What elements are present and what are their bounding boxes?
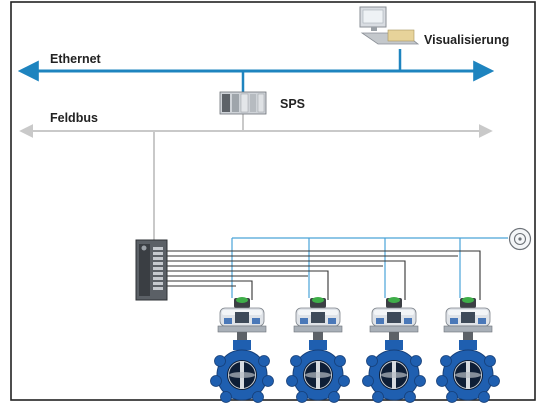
ethernet-label: Ethernet <box>50 52 102 66</box>
computer-workstation-icon <box>359 6 420 45</box>
io-wiring <box>166 250 481 300</box>
butterfly-valve-actuator-icon <box>436 297 500 403</box>
io-terminal-block-icon <box>135 239 168 301</box>
valves-group <box>210 297 500 403</box>
butterfly-valve-actuator-icon <box>210 297 274 403</box>
butterfly-valve-actuator-icon <box>362 297 426 403</box>
visualisierung-label: Visualisierung <box>424 33 509 47</box>
plc-rack-icon <box>219 91 267 115</box>
feldbus-label: Feldbus <box>50 111 98 125</box>
sps-label: SPS <box>280 97 305 111</box>
butterfly-valve-actuator-icon <box>286 297 350 403</box>
proximity-sensor-icon <box>508 227 532 251</box>
sensor-drop-lines <box>308 238 461 298</box>
diagram-frame <box>10 1 536 401</box>
sensor-bus-line <box>231 237 508 298</box>
